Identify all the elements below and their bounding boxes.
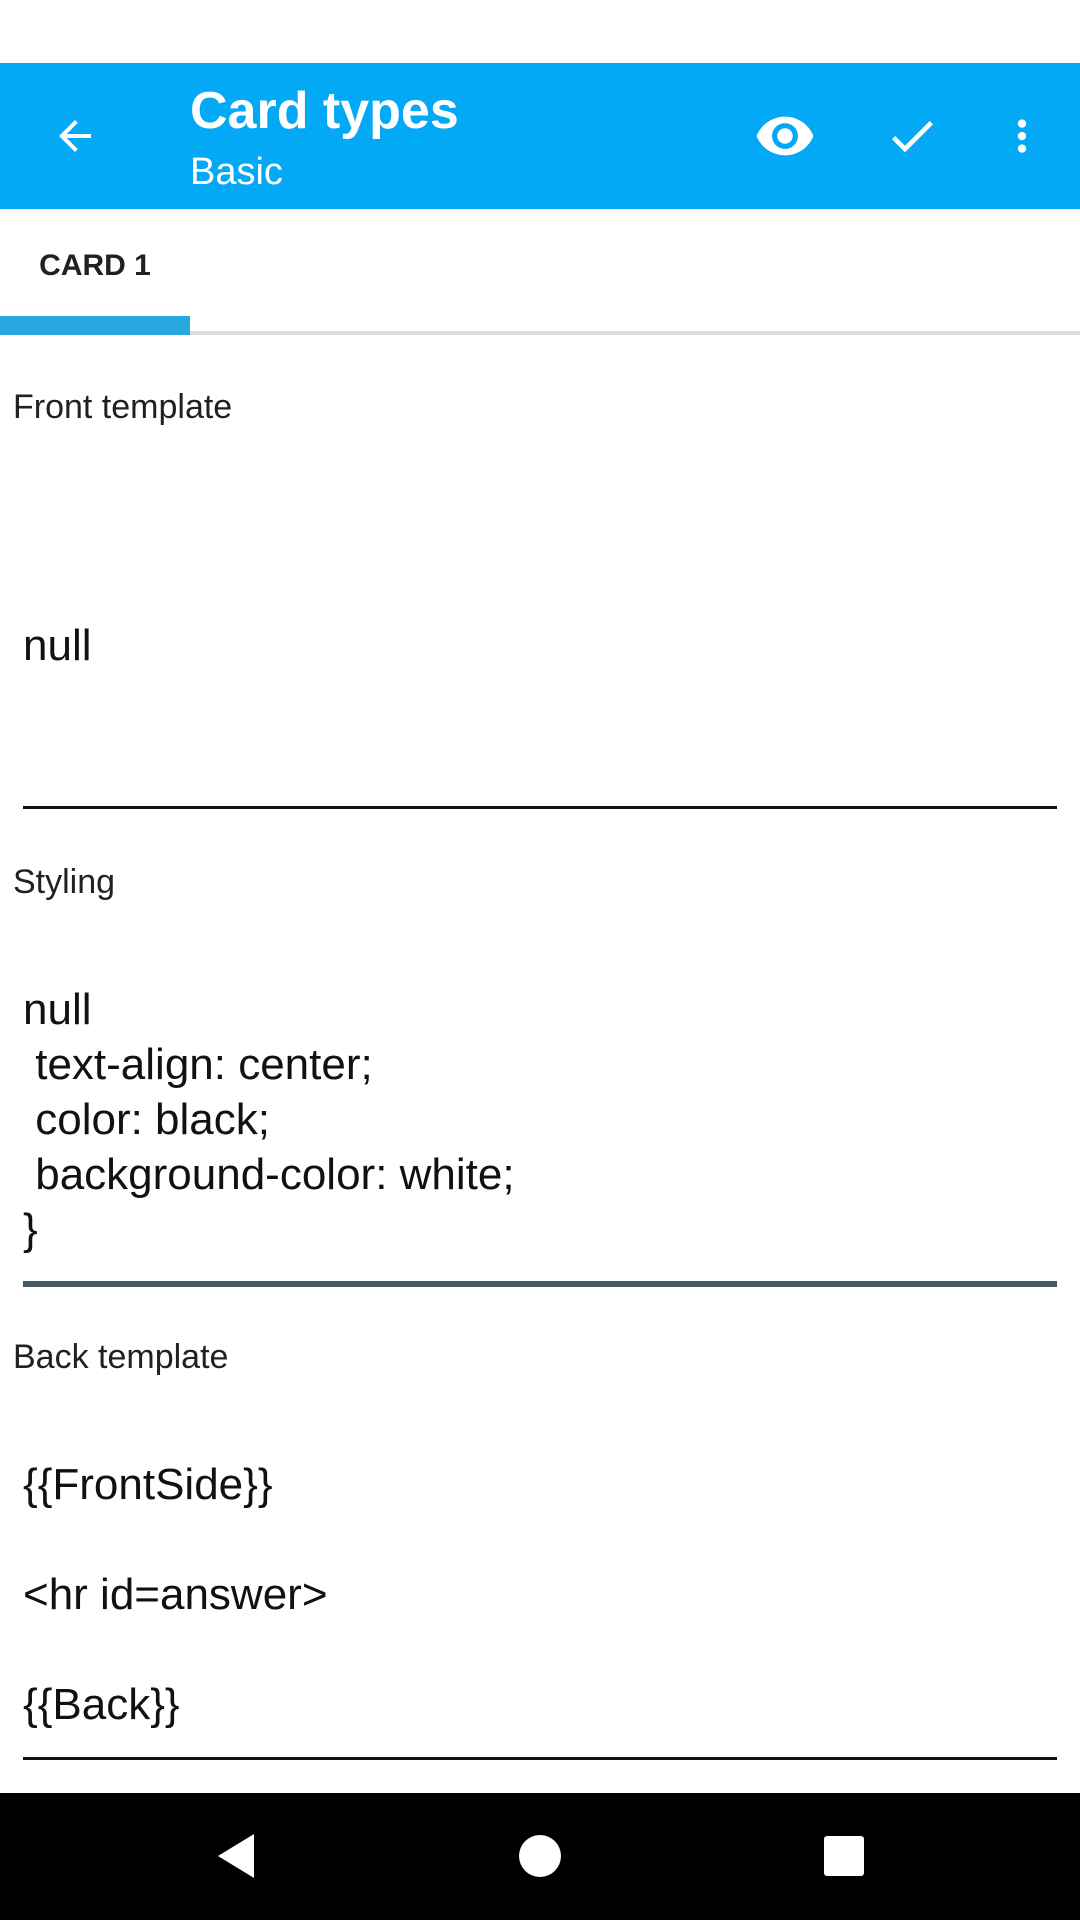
app-bar: Card types Basic — [0, 63, 1080, 209]
styling-label: Styling — [13, 863, 116, 901]
front-template-input[interactable]: null — [23, 621, 92, 670]
more-options-button[interactable] — [977, 91, 1067, 181]
tab-divider — [0, 331, 1080, 335]
check-icon — [891, 121, 933, 153]
nav-recents-icon — [824, 1836, 864, 1876]
nav-home-icon — [519, 1835, 561, 1877]
styling-input[interactable]: null text-align: center; color: black; b… — [23, 985, 515, 1254]
more-vert-icon — [1017, 119, 1027, 153]
title-block: Card types Basic — [190, 81, 459, 197]
tab-strip: CARD 1 — [0, 209, 1080, 337]
front-template-underline — [23, 806, 1057, 809]
front-template-label: Front template — [13, 388, 233, 426]
status-bar — [0, 0, 1080, 63]
nav-back-button[interactable] — [186, 1811, 286, 1901]
back-template-underline — [23, 1757, 1057, 1760]
back-button[interactable] — [30, 91, 120, 181]
page-title: Card types — [190, 82, 459, 140]
arrow-left-icon — [59, 120, 91, 152]
tab-card-1[interactable]: CARD 1 — [39, 249, 151, 282]
nav-home-button[interactable] — [490, 1811, 590, 1901]
nav-back-icon — [218, 1834, 254, 1878]
system-nav-bar — [0, 1793, 1080, 1920]
preview-button[interactable] — [740, 91, 830, 181]
back-template-input[interactable]: {{FrontSide}} <hr id=answer> {{Back}} — [23, 1460, 328, 1729]
styling-underline — [23, 1281, 1057, 1287]
tab-indicator — [0, 316, 190, 335]
nav-recents-button[interactable] — [794, 1811, 894, 1901]
save-button[interactable] — [867, 91, 957, 181]
eye-icon — [756, 116, 814, 156]
page-subtitle: Basic — [190, 151, 283, 193]
back-template-label: Back template — [13, 1338, 229, 1376]
